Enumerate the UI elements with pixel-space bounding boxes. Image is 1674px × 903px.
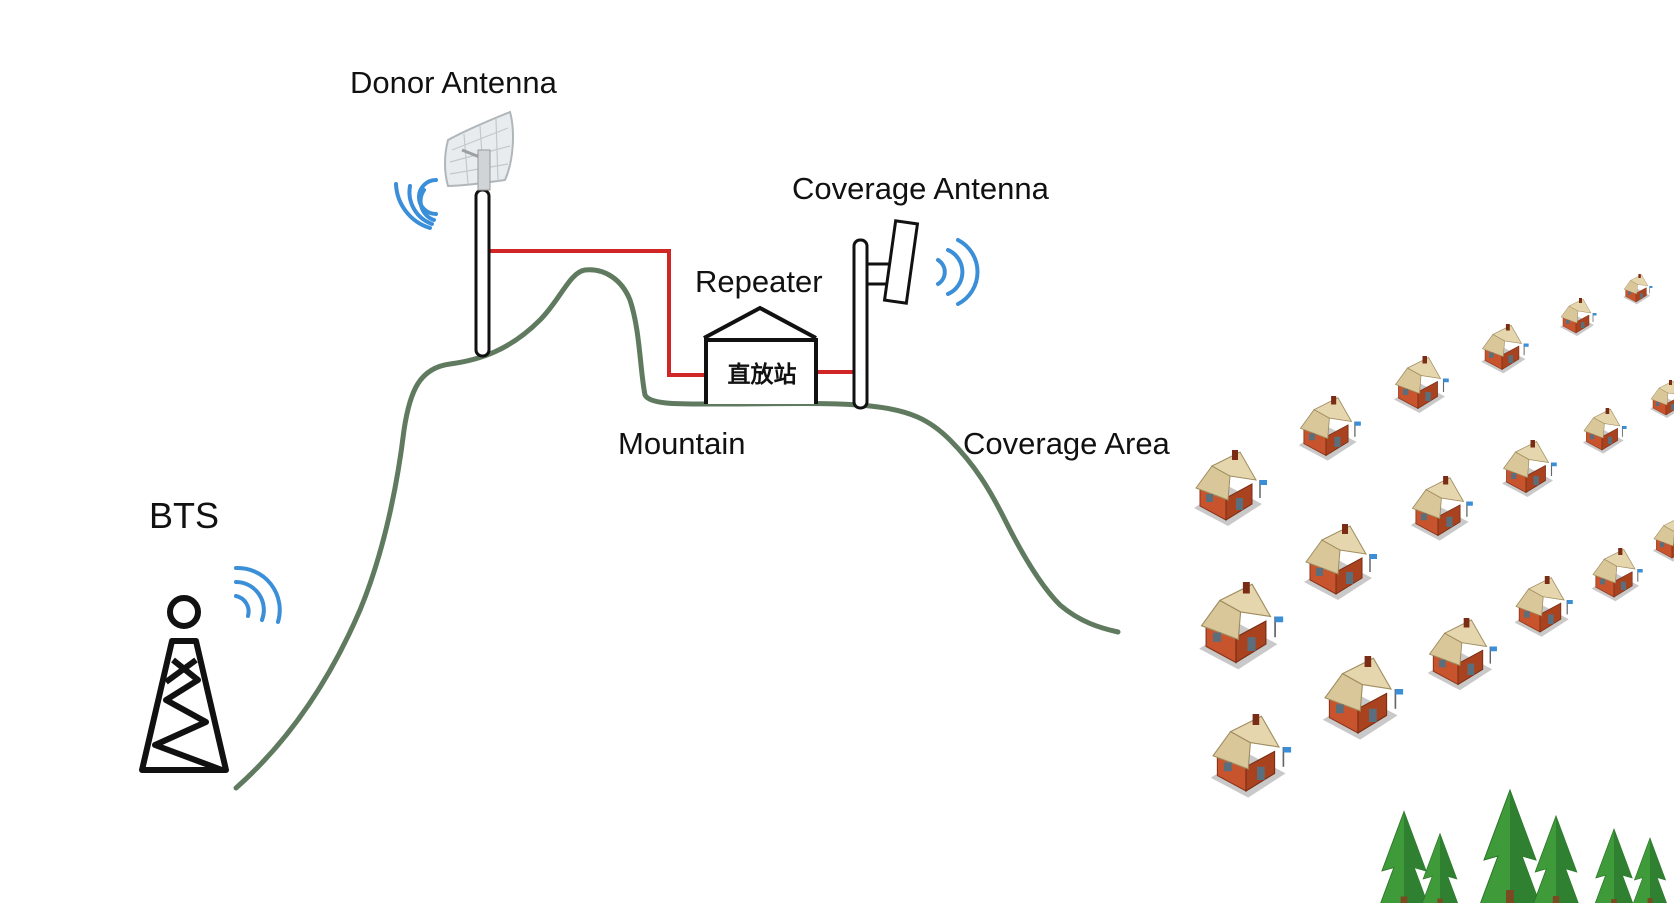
repeater-box	[703, 305, 818, 404]
tree-icon	[1630, 837, 1670, 903]
house-icon	[1652, 515, 1674, 563]
house-icon	[1622, 273, 1653, 305]
mountain-label: Mountain	[618, 426, 746, 461]
donor-signal-icon	[394, 178, 438, 230]
coverage-area-label: Coverage Area	[963, 426, 1171, 461]
bts-signal-icon	[234, 565, 282, 624]
house-icon	[1559, 297, 1597, 337]
tree-icon	[1477, 789, 1543, 903]
tree-icon	[1376, 811, 1432, 903]
house-icon	[1649, 379, 1674, 419]
donor-antenna-pole	[474, 188, 491, 358]
coverage-antenna-pole	[852, 238, 869, 410]
house-icon	[1582, 407, 1628, 455]
repeater-box-text: 直放站	[728, 361, 797, 388]
mountain-outline	[233, 267, 1121, 791]
house-icon	[1410, 475, 1474, 542]
donor-dish-icon	[444, 110, 514, 191]
donor-cable	[490, 249, 706, 377]
house-icon	[1501, 439, 1558, 498]
forest	[1376, 789, 1670, 903]
house-icon	[1393, 355, 1450, 414]
house-icon	[1303, 523, 1378, 601]
house-icon	[1480, 323, 1530, 374]
feeder-cables	[490, 249, 855, 377]
coverage-signal-icon	[936, 238, 980, 306]
coverage-panel-icon	[867, 219, 920, 305]
bts-tower-icon	[139, 595, 229, 773]
house-icon	[1426, 617, 1498, 691]
house-icon	[1513, 575, 1574, 638]
tree-icon	[1530, 815, 1582, 903]
house-icon	[1298, 395, 1362, 462]
house-icon	[1321, 655, 1404, 741]
bts-label: BTS	[149, 495, 219, 536]
house-icon	[1209, 713, 1292, 799]
coverage-area-houses	[1193, 273, 1674, 799]
tree-icon	[1591, 828, 1637, 903]
house-icon	[1193, 449, 1268, 527]
house-icon	[1198, 581, 1285, 671]
donor-antenna-label: Donor Antenna	[350, 65, 558, 100]
house-icon	[1591, 547, 1644, 602]
repeater-label: Repeater	[695, 264, 823, 299]
coverage-antenna-label: Coverage Antenna	[792, 171, 1050, 206]
